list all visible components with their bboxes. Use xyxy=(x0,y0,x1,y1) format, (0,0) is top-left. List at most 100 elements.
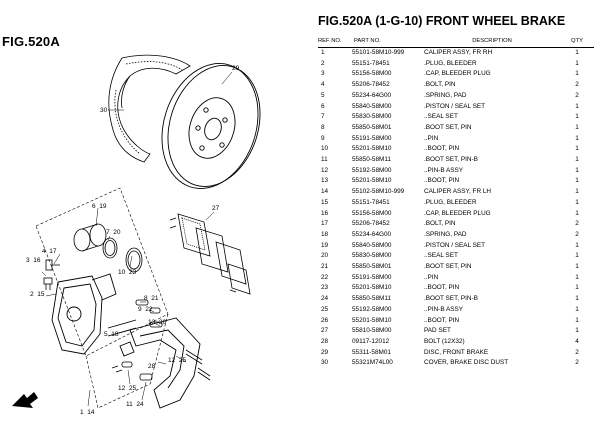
description-cell: .SPRING, PAD xyxy=(424,91,467,99)
description-cell: .PISTON / SEAL SET xyxy=(424,241,486,249)
description-cell: .BOOT SET, PIN-B xyxy=(424,156,478,164)
description-cell: .BOOT SET, PIN xyxy=(424,263,472,271)
ref-cell: 21 xyxy=(321,263,329,271)
part-no-cell: 55830-58M00 xyxy=(352,113,392,121)
bleeder-drawing xyxy=(43,259,60,290)
description-cell: ..PIN xyxy=(424,273,439,281)
header-ref-no: REF NO. xyxy=(318,32,352,48)
description-cell: .BOOT SET, PIN xyxy=(424,123,472,131)
qty-cell: 2 xyxy=(575,359,579,367)
qty-cell: 1 xyxy=(575,156,579,164)
description-cell: ..PIN-B ASSY xyxy=(424,166,464,174)
description-cell: ..BOOT, PIN xyxy=(424,145,460,153)
table-header-row: REF NO. PART NO. DESCRIPTION QTY xyxy=(318,32,594,48)
callout-7-20: 7 20 xyxy=(106,229,121,236)
callout-2-15: 2 15 xyxy=(30,291,45,298)
qty-cell: 1 xyxy=(575,263,579,271)
part-no-cell: 55311-58M01 xyxy=(352,348,391,356)
part-no-cell: 55201-58M10 xyxy=(352,145,392,153)
part-no-cell: 55192-58M00 xyxy=(352,305,392,313)
callout-1-14: 1 14 xyxy=(80,409,95,416)
description-cell: .BOOT SET, PIN-B xyxy=(424,295,478,303)
ref-cell: 10 xyxy=(321,145,329,153)
part-no-cell: 55201-58M10 xyxy=(352,316,392,324)
qty-cell: 1 xyxy=(575,188,579,196)
ref-cell: 12 xyxy=(321,166,329,174)
callout-3-16: 3 16 xyxy=(26,257,41,264)
qty-cell: 1 xyxy=(575,316,579,324)
qty-cell: 1 xyxy=(575,295,579,303)
callout-10-23: 10 23 xyxy=(118,269,136,276)
ref-cell: 15 xyxy=(321,198,329,206)
caliper-assembly-outline xyxy=(35,187,169,409)
callout-13-26: 13 26 xyxy=(148,319,166,326)
callout-5-18: 5 18 xyxy=(104,331,119,338)
dust-cover-drawing xyxy=(108,54,191,163)
caliper-body-drawing xyxy=(51,273,117,355)
part-no-cell: 55850-58M11 xyxy=(352,156,391,164)
callout-4-17: 4 17 xyxy=(42,248,57,255)
callout-27: 27 xyxy=(212,205,220,212)
qty-cell: 1 xyxy=(575,70,579,78)
qty-cell: 1 xyxy=(575,209,579,217)
part-no-cell: 55206-78452 xyxy=(352,220,390,228)
part-no-cell: 55810-58M00 xyxy=(352,327,392,335)
qty-cell: 1 xyxy=(575,145,579,153)
table-row: 10 55201-58M10 ..BOOT, PIN 1 xyxy=(318,144,594,155)
ref-cell: 16 xyxy=(321,209,329,217)
part-no-cell: 55102-58M10-999 xyxy=(352,188,405,196)
brake-pad-drawing xyxy=(169,213,251,295)
part-no-cell: 55156-58M00 xyxy=(352,209,392,217)
brake-disc-drawing xyxy=(161,63,261,189)
qty-cell: 1 xyxy=(575,198,579,206)
description-cell: ..BOOT, PIN xyxy=(424,316,460,324)
ref-cell: 25 xyxy=(321,305,329,313)
part-no-cell: 55321M74L00 xyxy=(352,359,393,367)
description-cell: PAD SET xyxy=(424,327,451,335)
ref-cell: 7 xyxy=(321,113,325,121)
callout-6-19: 6 19 xyxy=(92,203,107,210)
caliper-bracket-drawing xyxy=(119,317,201,409)
qty-cell: 1 xyxy=(575,241,579,249)
callout-28: 28 xyxy=(148,363,156,370)
part-no-cell: 55830-58M00 xyxy=(352,252,392,260)
qty-cell: 1 xyxy=(575,113,579,121)
ref-cell: 5 xyxy=(321,91,325,99)
piston-seal-drawing xyxy=(73,223,143,273)
part-no-cell: 55151-78451 xyxy=(352,59,390,67)
qty-cell: 1 xyxy=(575,327,579,335)
bolt-drawing xyxy=(185,349,211,381)
description-cell: COVER, BRAKE DISC DUST xyxy=(424,359,509,367)
qty-cell: 1 xyxy=(575,284,579,292)
part-no-cell: 55201-58M10 xyxy=(352,284,392,292)
description-cell: .PLUG, BLEEDER xyxy=(424,198,477,206)
ref-cell: 30 xyxy=(321,359,329,367)
ref-cell: 26 xyxy=(321,316,329,324)
part-no-cell: 55156-58M00 xyxy=(352,70,392,78)
ref-cell: 20 xyxy=(321,252,329,260)
qty-cell: 1 xyxy=(575,166,579,174)
description-cell: .BOLT, PIN xyxy=(424,220,456,228)
part-no-cell: 09117-12012 xyxy=(352,337,390,345)
ref-cell: 17 xyxy=(321,220,329,228)
part-no-cell: 55201-58M10 xyxy=(352,177,392,185)
qty-cell: 1 xyxy=(575,305,579,313)
header-description: DESCRIPTION xyxy=(424,32,560,48)
part-no-cell: 55206-78452 xyxy=(352,81,390,89)
ref-cell: 6 xyxy=(321,102,325,110)
description-cell: .PISTON / SEAL SET xyxy=(424,102,486,110)
description-cell: DISC, FRONT BRAKE xyxy=(424,348,489,356)
